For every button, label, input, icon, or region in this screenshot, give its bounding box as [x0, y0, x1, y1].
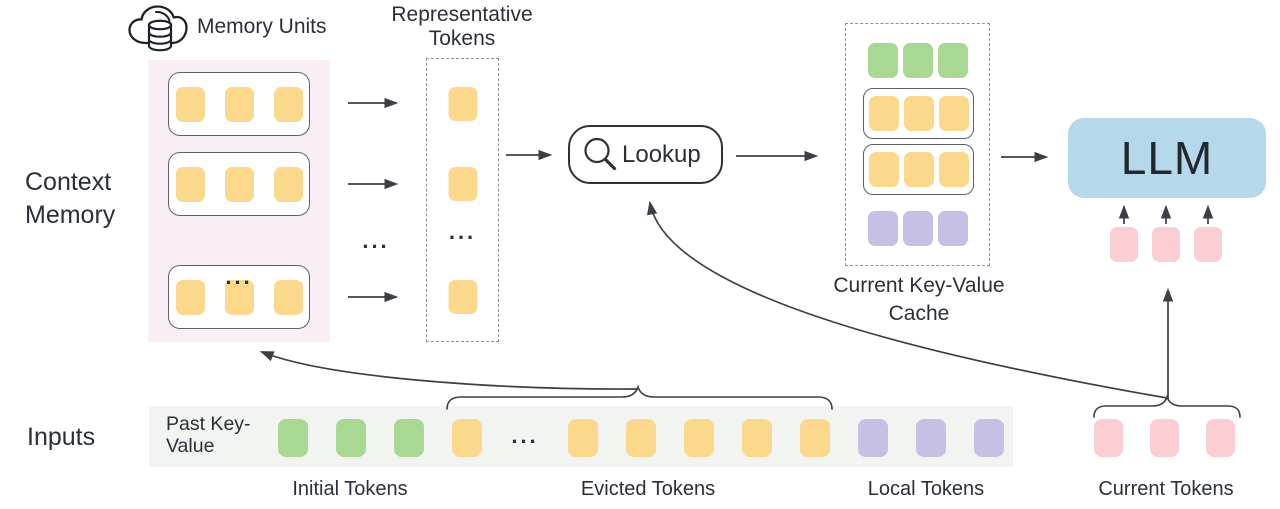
memory-panel-ellipsis: ...	[225, 264, 253, 289]
yellow-token	[938, 152, 969, 187]
ellipsis: ...	[448, 219, 477, 244]
pink-token	[1206, 419, 1235, 457]
yellow-token	[448, 280, 477, 314]
pink-token	[1094, 419, 1123, 457]
context-memory-panel: ...	[148, 60, 330, 342]
past-key-value-label: Past Key-Value	[166, 413, 251, 457]
purple-token	[858, 419, 888, 457]
yellow-token	[448, 87, 477, 121]
yellow-token	[568, 419, 598, 457]
yellow-token	[903, 152, 934, 187]
yellow-token	[626, 419, 656, 457]
yellow-token	[273, 279, 303, 315]
yellow-token	[684, 419, 714, 457]
memory-unit-row	[168, 152, 310, 216]
cache-initial-token-row	[846, 43, 989, 78]
green-token	[902, 43, 933, 78]
yellow-token	[800, 419, 830, 457]
yellow-token	[868, 152, 899, 187]
memory-units-label: Memory Units	[197, 15, 327, 38]
yellow-token	[175, 279, 205, 315]
yellow-token	[448, 167, 477, 201]
representative-tokens-label: Representative Tokens	[391, 3, 533, 50]
yellow-token	[175, 166, 205, 202]
yellow-token	[452, 419, 482, 457]
cache-memory-unit-row	[863, 88, 974, 139]
cloud-database-icon	[128, 5, 188, 52]
input-token-sequence: ...	[278, 419, 1004, 457]
green-token	[937, 43, 968, 78]
current-tokens-label: Current Tokens	[1098, 478, 1234, 500]
memory-unit-row	[168, 265, 310, 329]
local-tokens-label: Local Tokens	[867, 478, 985, 500]
yellow-token	[903, 96, 934, 131]
curve-evicted-to-memory	[259, 351, 639, 390]
pink-token	[1150, 419, 1179, 457]
green-token	[394, 419, 424, 457]
lookup-box: Lookup	[568, 125, 723, 184]
yellow-token	[938, 96, 969, 131]
yellow-token	[742, 419, 772, 457]
green-token	[867, 43, 898, 78]
evicted-tokens-label: Evicted Tokens	[580, 478, 716, 500]
purple-token	[974, 419, 1004, 457]
ellipsis: ...	[511, 423, 539, 448]
llm-input-tokens	[1110, 227, 1222, 262]
purple-token	[916, 419, 946, 457]
purple-token	[902, 211, 933, 246]
pink-token	[1110, 227, 1138, 262]
current-kv-cache-box	[845, 23, 990, 266]
current-kv-cache-label: Current Key-Value Cache	[833, 274, 1005, 325]
pink-token	[1194, 227, 1222, 262]
yellow-token	[175, 86, 205, 122]
brace-current-tokens	[1093, 394, 1241, 418]
yellow-token	[273, 86, 303, 122]
yellow-token	[868, 96, 899, 131]
green-token	[278, 419, 308, 457]
cache-local-token-row	[846, 211, 989, 246]
lookup-label: Lookup	[622, 141, 701, 168]
pink-token	[1152, 227, 1180, 262]
yellow-token	[224, 279, 254, 315]
yellow-token	[224, 86, 254, 122]
inputs-label: Inputs	[27, 423, 96, 451]
initial-tokens-label: Initial Tokens	[292, 478, 408, 500]
green-token	[336, 419, 366, 457]
past-kv-strip: Past Key-Value ...	[149, 406, 1013, 467]
llm-label: LLM	[1120, 132, 1214, 184]
context-memory-label: Context Memory	[25, 168, 116, 229]
between-boxes-ellipsis: ...	[362, 228, 390, 253]
representative-tokens-box: ...	[426, 58, 499, 342]
yellow-token	[224, 166, 254, 202]
memory-unit-row	[168, 72, 310, 136]
purple-token	[937, 211, 968, 246]
llm-box: LLM	[1068, 118, 1266, 198]
purple-token	[867, 211, 898, 246]
yellow-token	[273, 166, 303, 202]
current-tokens-group	[1094, 419, 1235, 457]
cache-memory-unit-row	[863, 144, 974, 195]
